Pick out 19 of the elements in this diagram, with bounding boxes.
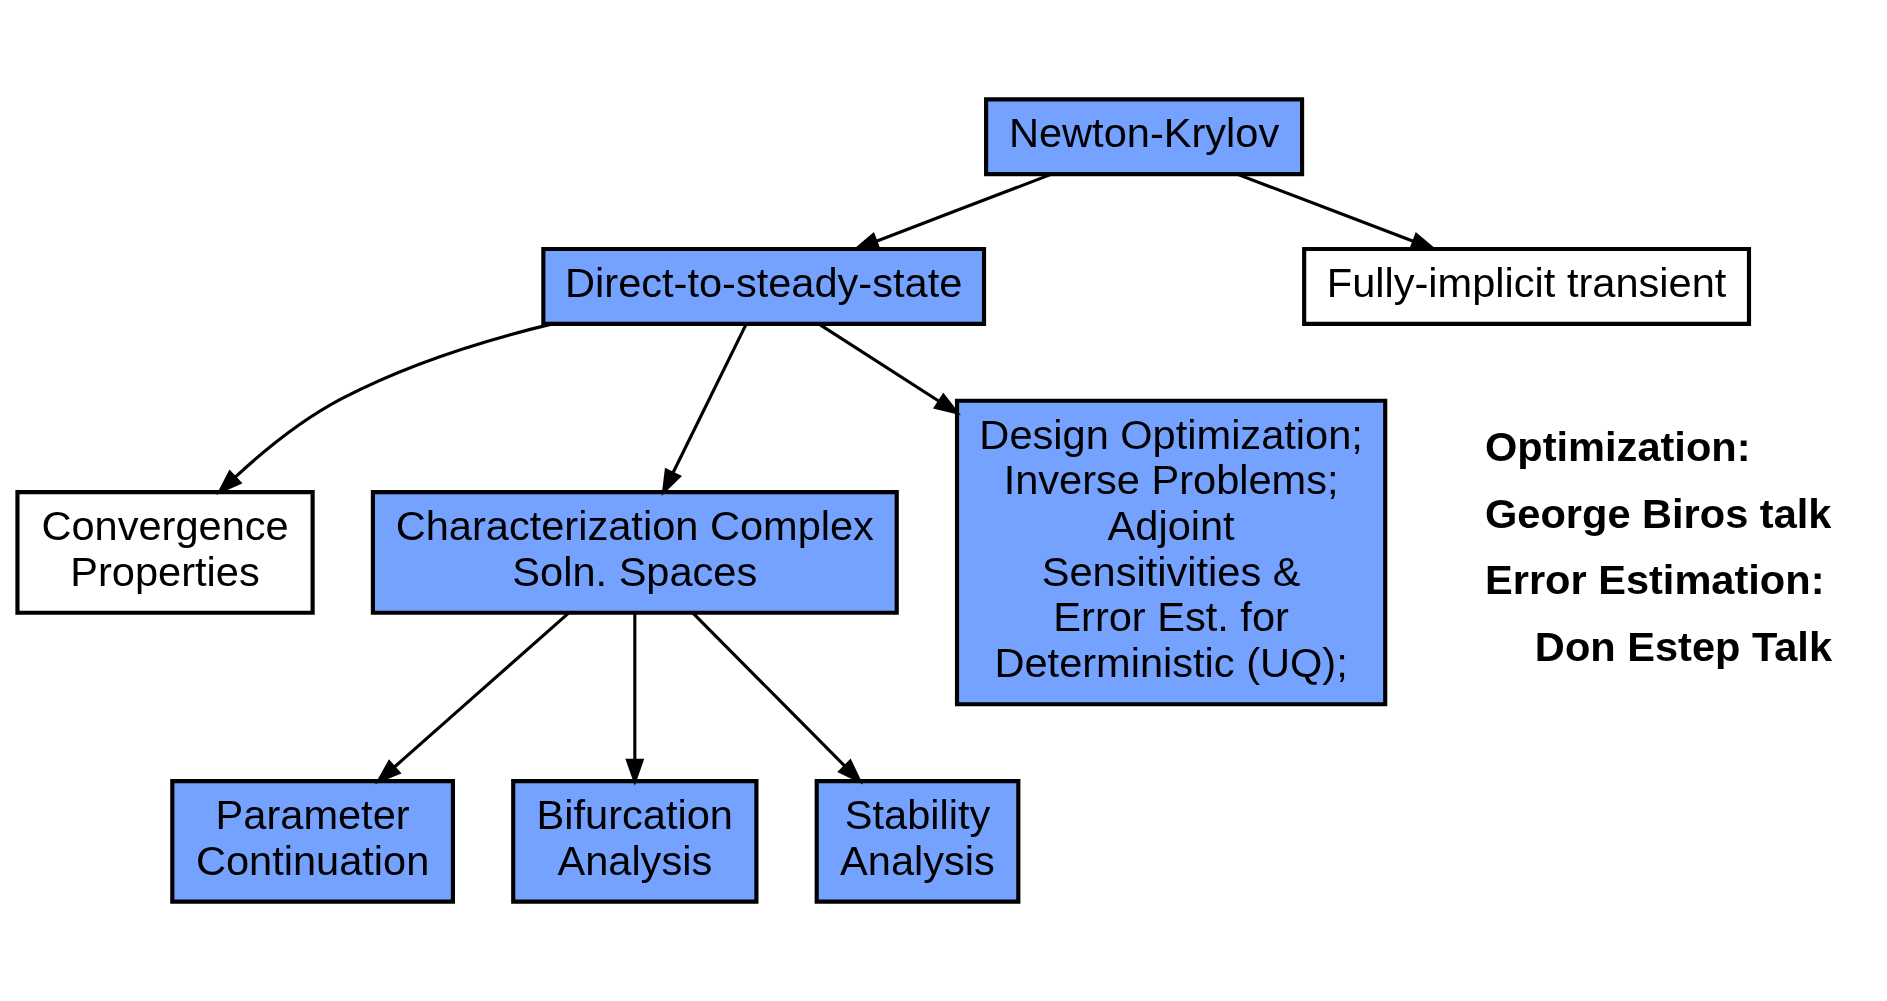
arrow [216, 322, 553, 495]
arrow [691, 611, 864, 785]
node-box: Newton-Krylov [984, 97, 1305, 177]
node-box: Parameter Continuation [170, 779, 455, 904]
arrow [625, 612, 645, 786]
arrow [818, 323, 961, 416]
label: Optimization: [1485, 423, 1751, 471]
label: Don Estep Talk [1534, 622, 1833, 670]
node-box: Bifurcation Analysis [511, 779, 759, 904]
node-box: Design Optimization; Inverse Problems; Adjoint Sensitivities & Error Est. for Deterministic (UQ); [954, 398, 1388, 707]
node-box: Fully-implicit transient [1302, 246, 1752, 326]
node-box: Characterization Complex Soln. Spaces [370, 490, 899, 615]
arrow [374, 611, 570, 785]
label: George Biros talk [1485, 489, 1832, 537]
label: Error Estimation: [1485, 556, 1825, 604]
node-box: Direct-to-steady-state [541, 246, 987, 326]
node-box: Stability Analysis [814, 779, 1021, 904]
arrow [661, 323, 748, 497]
node-box: Convergence Properties [15, 490, 315, 615]
